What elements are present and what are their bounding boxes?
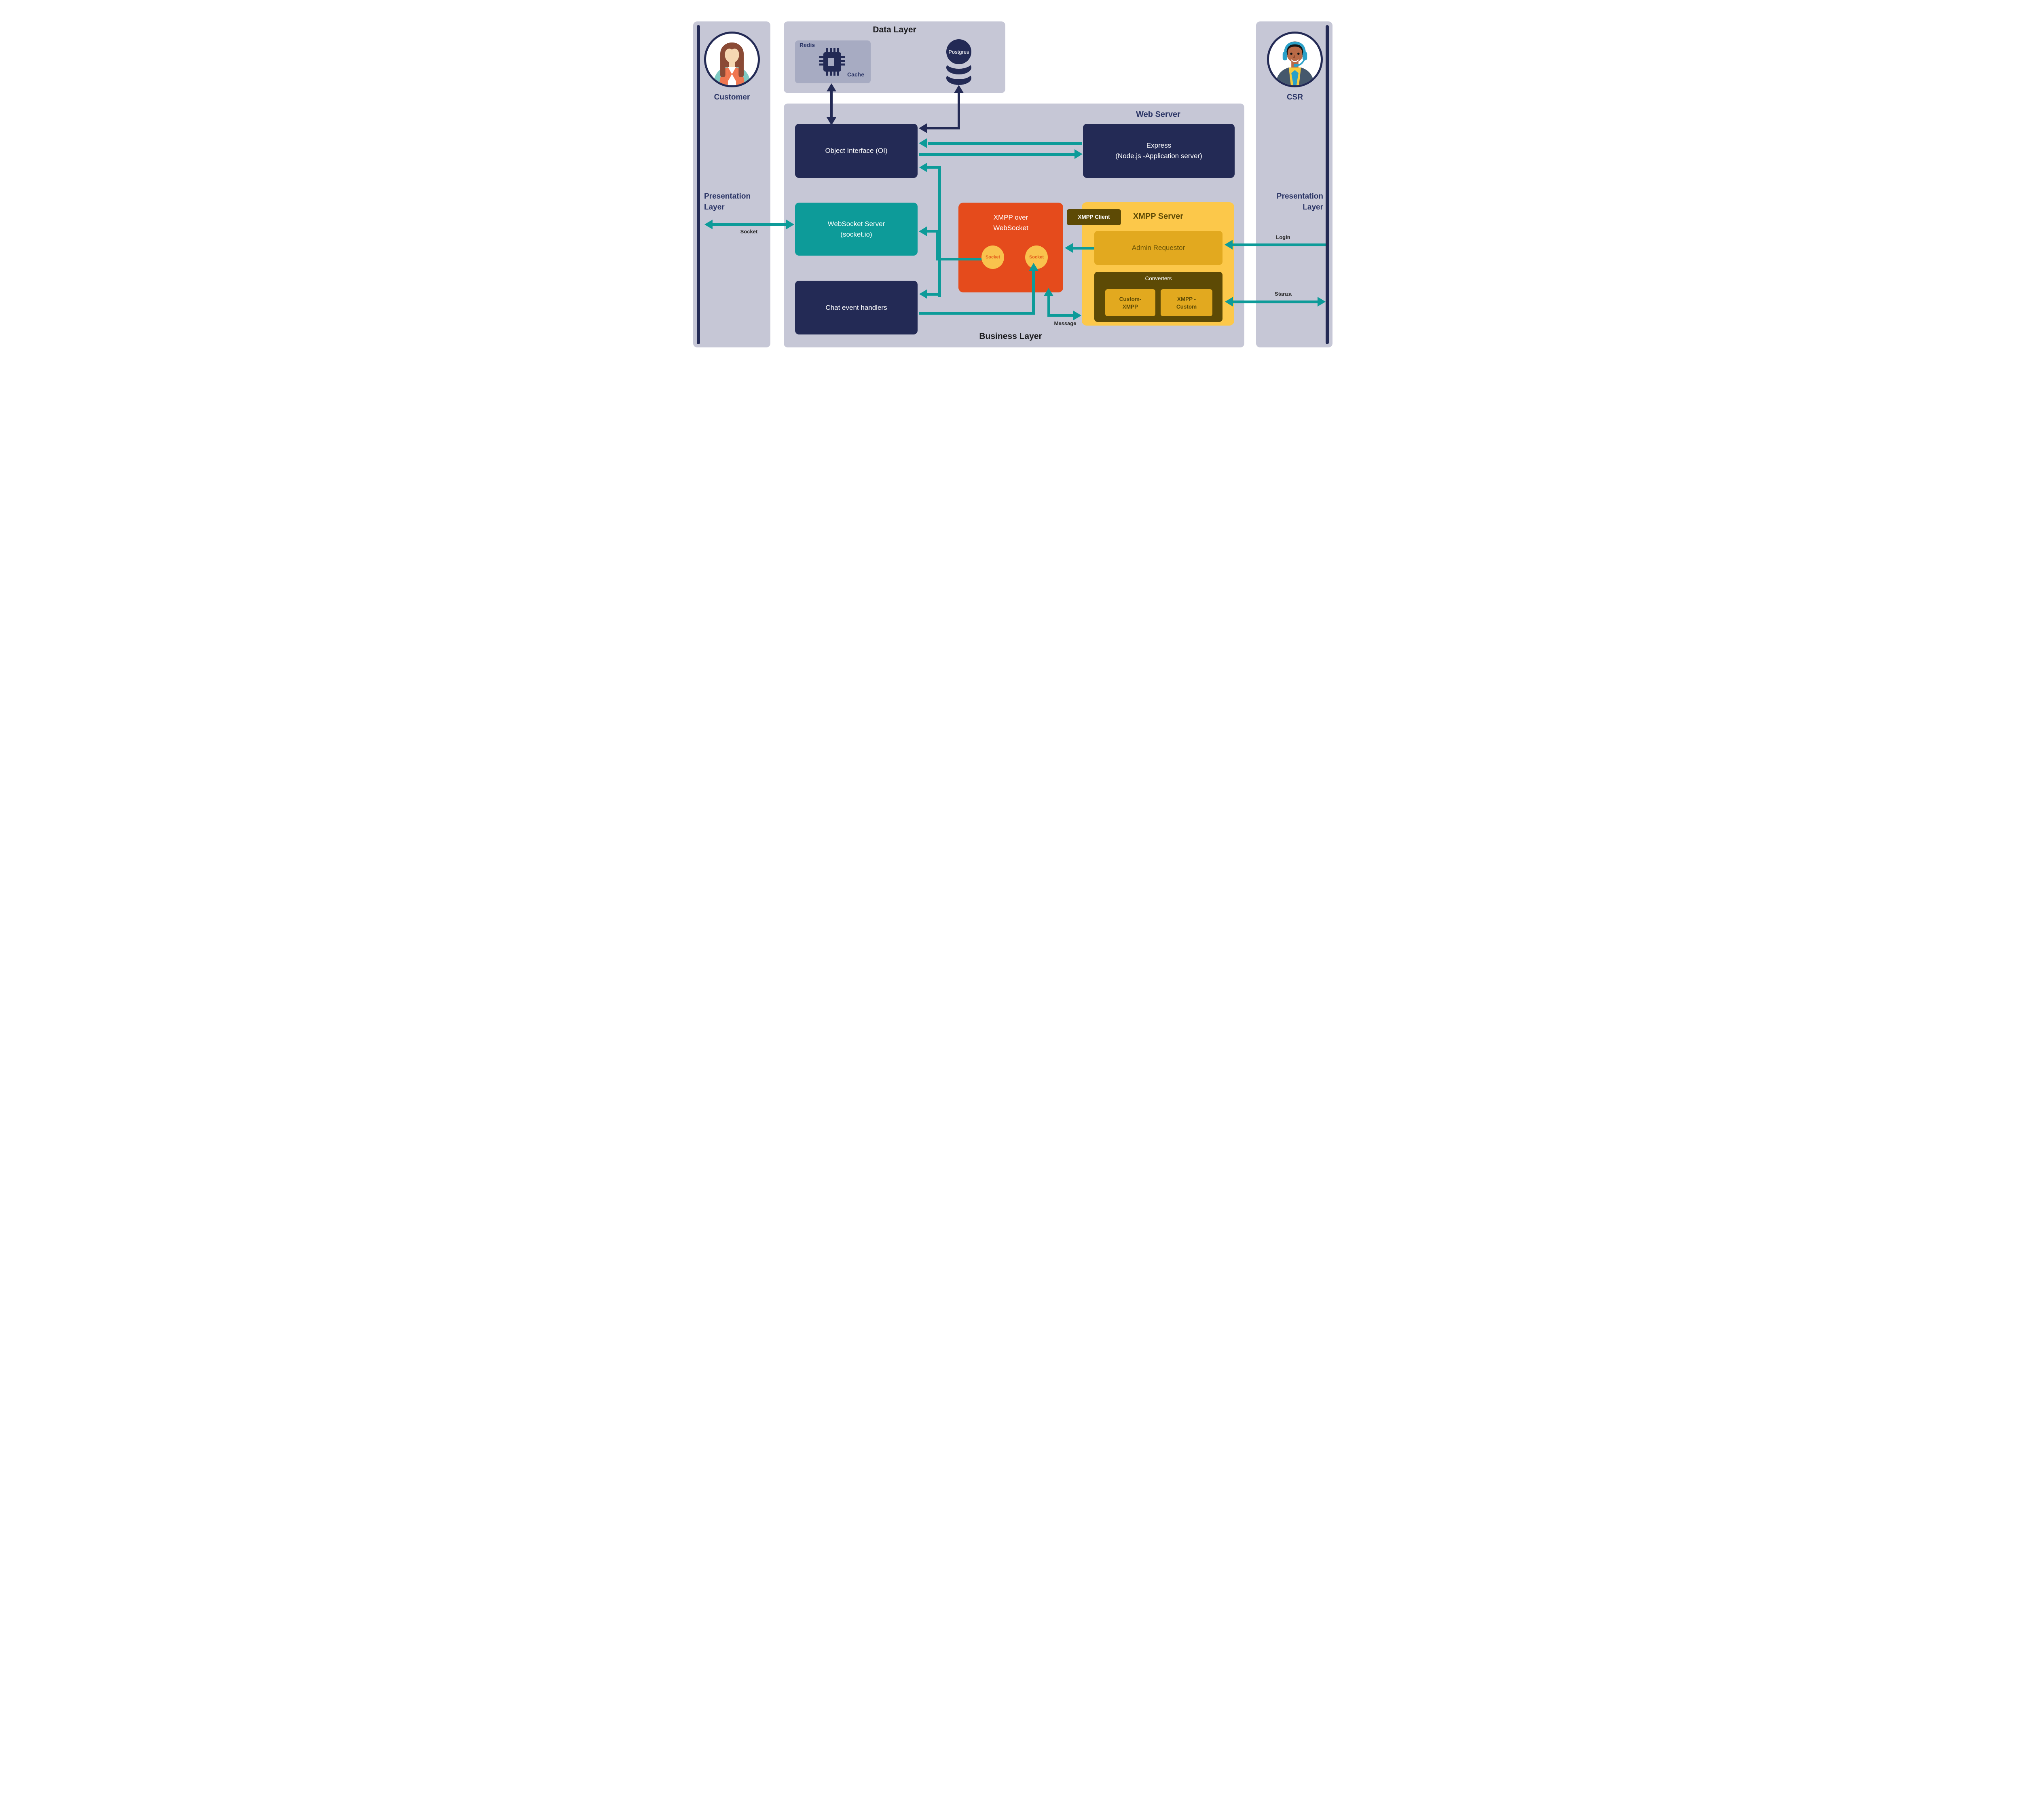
csr-panel-accent-bar [1326,25,1329,344]
segment [919,312,1035,315]
xmpp-custom-line1: XMPP - [1177,296,1196,302]
arrowhead-left [919,123,927,133]
custom-xmpp-line2: XMPP [1122,303,1138,310]
xmpp-ws-label-line2: WebSocket [993,224,1028,232]
web-server-title: Web Server [1136,110,1180,119]
segment [958,93,960,129]
chip-icon [819,48,845,76]
segment [1032,270,1035,315]
object-interface-box: Object Interface (OI) [795,124,918,178]
websocket-server-box: WebSocket Server (socket.io) [795,203,918,256]
arrowhead-left [704,220,713,229]
arrowhead-right [1073,311,1081,320]
socket1-node: Socket [981,245,1004,269]
business-layer-title: Business Layer [979,332,1042,341]
express-box: Express (Node.js -Application server) [1083,124,1235,178]
stanza-arrow-label: Stanza [1275,291,1292,297]
chat-event-handlers-label: Chat event handlers [825,303,887,311]
websocket-label-line1: WebSocket Server [827,220,885,228]
segment [936,258,981,260]
arrowhead-left [1225,240,1233,250]
data-layer-title: Data Layer [873,25,916,34]
websocket-label-line2: (socket.io) [840,230,872,238]
arrowhead-up [827,83,836,91]
object-interface-label: Object Interface (OI) [825,147,888,154]
arrowhead-left [919,226,927,236]
arrowhead-up [1029,263,1038,271]
segment [1073,247,1094,250]
admin-requestor-box: Admin Requestor [1094,231,1223,265]
segment [928,142,1082,145]
presentation-layer-right-line2: Layer [1303,203,1323,212]
custom-xmpp-converter-box: Custom- XMPP [1105,289,1155,316]
redis-label: Redis [799,42,815,48]
converters-title: Converters [1145,275,1172,281]
segment [1233,301,1318,303]
xmpp-client-label: XMPP Client [1078,214,1110,220]
custom-xmpp-line1: Custom- [1119,296,1142,302]
presentation-layer-label-left: Presentation Layer [704,191,751,213]
customer-label: Customer [714,93,750,102]
arrowhead-left [919,138,927,148]
chat-event-handlers-box: Chat event handlers [795,281,918,334]
presentation-layer-label-right: Presentation Layer [1257,191,1323,213]
xmpp-server-title: XMPP Server [1133,212,1184,221]
arrowhead-right [1074,149,1083,159]
presentation-layer-right-line1: Presentation [1276,192,1323,201]
arrowhead-left [1225,297,1233,307]
message-arrow-label: Message [1054,320,1077,326]
postgres-icon: Postgres [945,39,972,85]
arrowhead-up [954,85,964,93]
xmpp-over-websocket-box: XMPP over WebSocket [958,203,1063,292]
presentation-layer-left-line2: Layer [704,203,725,212]
xmpp-ws-label-line1: XMPP over [993,214,1028,221]
arrowhead-left [919,163,927,172]
customer-panel-accent-bar [697,25,700,344]
segment [919,153,1074,156]
csr-avatar [1267,32,1323,87]
arrowhead-up [1044,288,1053,296]
arrowhead-down [827,117,836,125]
segment [1233,243,1326,246]
arrowhead-left [1065,243,1073,253]
segment [927,127,960,129]
segment [927,230,938,233]
xmpp-client-badge: XMPP Client [1067,209,1121,225]
socket1-label: Socket [985,255,1000,260]
xmpp-custom-converter-box: XMPP - Custom [1161,289,1212,316]
woman-icon [713,42,751,85]
segment [927,166,941,169]
socket2-label: Socket [1029,255,1044,260]
admin-requestor-label: Admin Requestor [1132,244,1185,252]
segment [938,166,941,297]
segment [1047,314,1073,317]
segment [712,223,787,226]
presentation-layer-left-line1: Presentation [704,192,751,201]
csr-label: CSR [1286,93,1303,102]
segment [936,231,938,260]
cache-label: Cache [847,71,865,78]
diagram-root: Customer Presentation Layer Data Layer R… [687,0,1335,364]
login-arrow-label: Login [1276,234,1290,240]
arrowhead-right [1318,297,1326,307]
segment [1047,296,1050,315]
segment [830,91,833,117]
segment [927,293,941,296]
arrowhead-right [786,220,794,229]
arrowhead-left [919,289,927,299]
postgres-label: Postgres [948,49,969,55]
socket-arrow-label: Socket [740,229,758,235]
xmpp-custom-line2: Custom [1176,303,1197,310]
express-label-line2: (Node.js -Application server) [1115,152,1202,160]
express-label-line1: Express [1146,142,1172,149]
man-headset-icon [1275,41,1314,85]
customer-avatar [704,32,760,87]
